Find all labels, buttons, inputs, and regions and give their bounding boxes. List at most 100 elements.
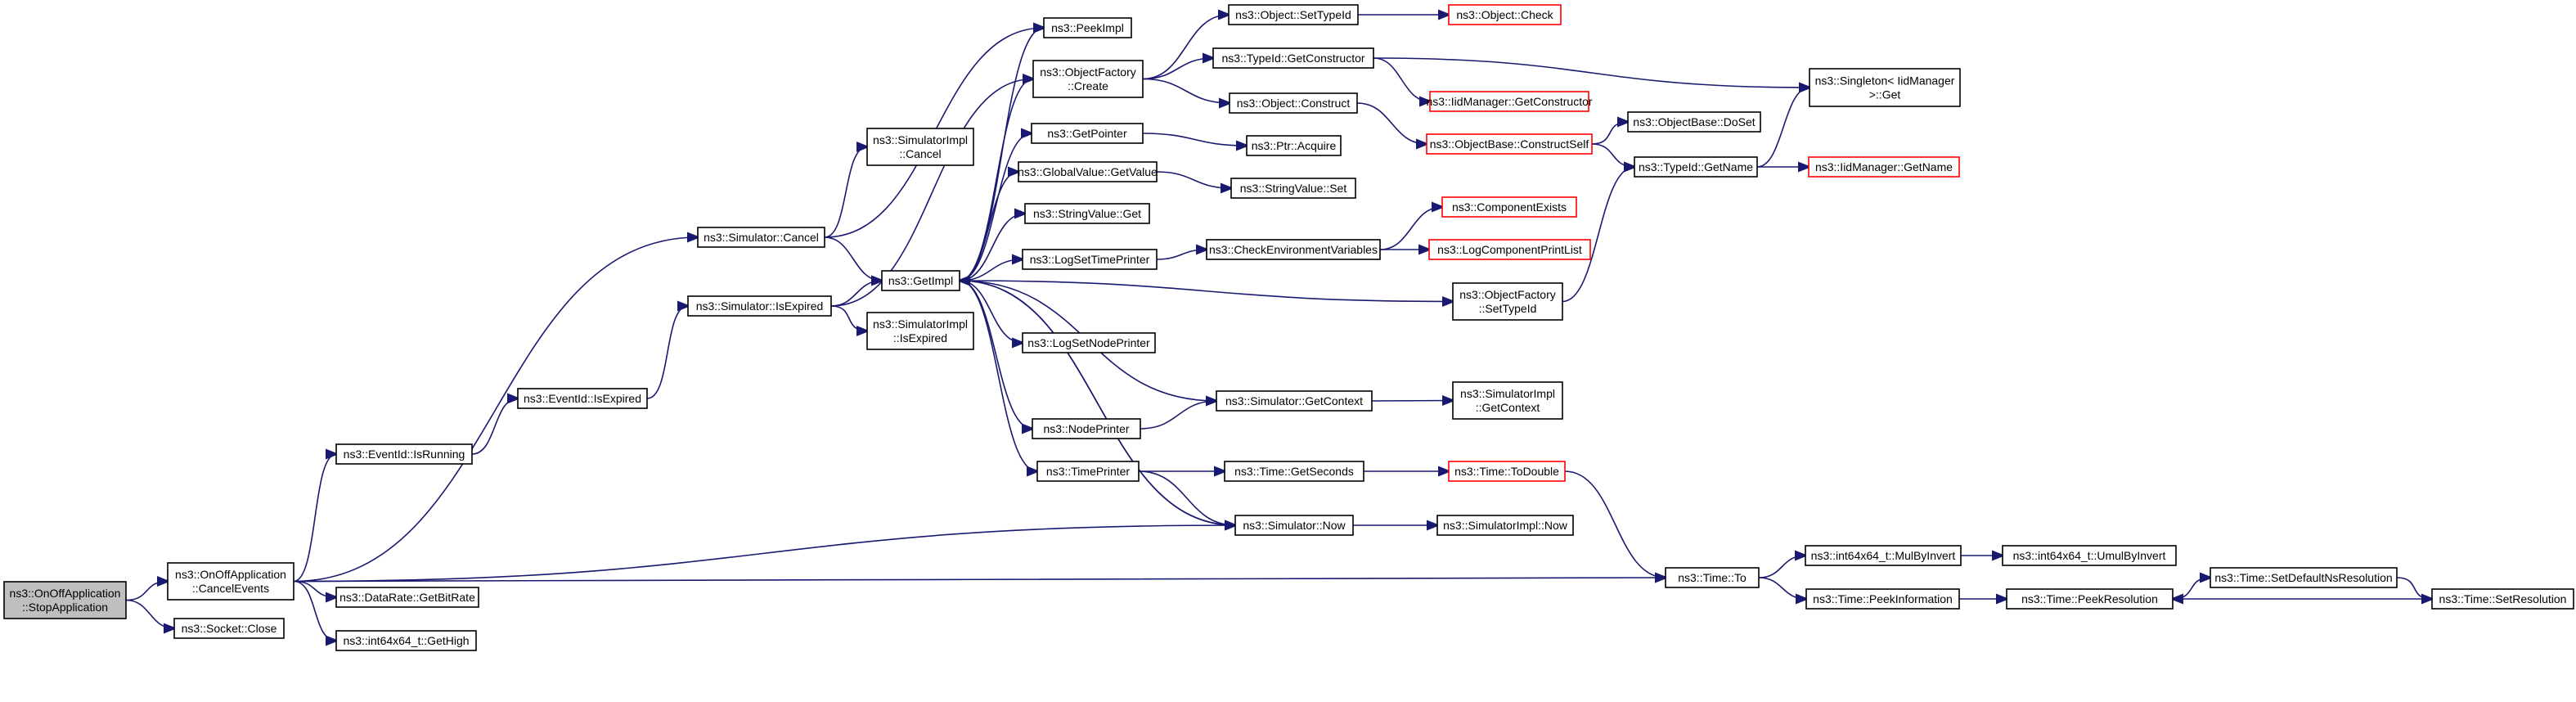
node-box <box>1448 4 1562 25</box>
edge-sim-is-expired-to-obj-factory-create <box>830 79 1033 307</box>
node-box <box>335 630 477 651</box>
node-global-value-get[interactable]: ns3::GlobalValue::GetValue <box>1018 161 1158 182</box>
node-singleton-get[interactable]: ns3::Singleton< IidManager >::Get <box>1809 68 1961 107</box>
node-label: ns3::Ptr::Acquire <box>1252 139 1337 152</box>
node-sim-is-expired[interactable]: ns3::Simulator::IsExpired <box>687 295 832 317</box>
node-get-impl[interactable]: ns3::GetImpl <box>881 270 960 291</box>
node-ptr-acquire[interactable]: ns3::Ptr::Acquire <box>1246 135 1342 156</box>
edge-arrow <box>959 280 1453 302</box>
node-label: ns3::OnOffApplication <box>10 587 121 600</box>
node-peek-information[interactable]: ns3::Time::PeekInformation <box>1805 588 1960 610</box>
edge-arrow <box>1379 207 1442 250</box>
node-log-set-time-printer[interactable]: ns3::LogSetTimePrinter <box>1022 249 1158 270</box>
node-box <box>1246 135 1342 156</box>
node-box <box>1230 178 1356 199</box>
node-obj-construct[interactable]: ns3::Object::Construct <box>1229 92 1358 114</box>
edge-arrow <box>1373 57 1809 88</box>
node-sim-impl-now[interactable]: ns3::SimulatorImpl::Now <box>1436 515 1574 536</box>
node-time-printer[interactable]: ns3::TimePrinter <box>1036 461 1140 482</box>
edge-root-to-socket-close <box>125 599 174 629</box>
node-time-to-double[interactable]: ns3::Time::ToDouble <box>1448 461 1566 482</box>
node-obj-factory-create[interactable]: ns3::ObjectFactory::Create <box>1032 60 1144 98</box>
edge-arrow <box>125 582 168 601</box>
node-check-env-vars[interactable]: ns3::CheckEnvironmentVariables <box>1206 239 1381 260</box>
node-box <box>1032 60 1144 98</box>
node-log-component-print-list[interactable]: ns3::LogComponentPrintList <box>1428 239 1591 260</box>
node-time-get-seconds[interactable]: ns3::Time::GetSeconds <box>1224 461 1364 482</box>
node-node-printer[interactable]: ns3::NodePrinter <box>1032 418 1141 439</box>
edge-get-impl-to-global-value-get <box>959 172 1018 281</box>
node-component-exists[interactable]: ns3::ComponentExists <box>1441 196 1577 218</box>
node-umul-by-invert[interactable]: ns3::int64x64_t::UmulByInvert <box>2002 545 2177 566</box>
edge-arrow <box>1140 401 1216 430</box>
node-type-id-get-name[interactable]: ns3::TypeId::GetName <box>1634 156 1758 178</box>
node-event-is-running[interactable]: ns3::EventId::IsRunning <box>335 443 473 465</box>
node-iid-get-ctor[interactable]: ns3::IidManager::GetConstructor <box>1426 91 1593 112</box>
node-label: ns3::SimulatorImpl <box>873 317 968 331</box>
node-set-default-ns-res[interactable]: ns3::Time::SetDefaultNsResolution <box>2210 567 2398 588</box>
node-obj-factory-set-type-id[interactable]: ns3::ObjectFactory::SetTypeId <box>1452 282 1563 321</box>
node-data-rate-bits[interactable]: ns3::DataRate::GetBitRate <box>335 587 479 608</box>
node-set-resolution[interactable]: ns3::Time::SetResolution <box>2431 588 2574 610</box>
node-cancel-events[interactable]: ns3::OnOffApplication::CancelEvents <box>167 562 294 601</box>
node-socket-close[interactable]: ns3::Socket::Close <box>173 618 285 639</box>
node-root[interactable]: ns3::OnOffApplication::StopApplication <box>3 581 127 619</box>
node-log-set-node-printer[interactable]: ns3::LogSetNodePrinter <box>1022 332 1156 353</box>
node-obj-set-type-id[interactable]: ns3::Object::SetTypeId <box>1228 4 1359 25</box>
node-box <box>335 443 473 465</box>
node-label: ns3::int64x64_t::MulByInvert <box>1811 549 1956 562</box>
node-box <box>881 270 960 291</box>
node-box <box>1022 332 1156 353</box>
edge-arrow <box>2396 577 2432 599</box>
node-box <box>173 618 285 639</box>
node-box <box>1809 68 1961 107</box>
node-object-check[interactable]: ns3::Object::Check <box>1448 4 1562 25</box>
edge-node-printer-to-sim-get-context <box>1140 401 1216 430</box>
edge-type-id-get-ctor-to-singleton-get <box>1373 57 1809 88</box>
edge-sim-cancel-to-get-impl <box>824 236 882 281</box>
node-iid-get-name[interactable]: ns3::IidManager::GetName <box>1808 156 1960 178</box>
node-time-to[interactable]: ns3::Time::To <box>1665 567 1760 588</box>
node-int64get-high[interactable]: ns3::int64x64_t::GetHigh <box>335 630 477 651</box>
edge-arrow <box>959 280 1037 471</box>
node-box <box>1229 92 1358 114</box>
node-peek-resolution[interactable]: ns3::Time::PeekResolution <box>2006 588 2174 610</box>
edge-arrow <box>471 398 518 455</box>
node-get-pointer[interactable]: ns3::GetPointer <box>1031 123 1144 144</box>
node-sim-impl-is-expired[interactable]: ns3::SimulatorImpl::IsExpired <box>866 312 974 350</box>
edge-log-set-time-printer-to-check-env-vars <box>1156 250 1207 260</box>
node-type-id-get-ctor[interactable]: ns3::TypeId::GetConstructor <box>1212 47 1374 69</box>
node-event-is-expired[interactable]: ns3::EventId::IsExpired <box>517 388 648 409</box>
edge-check-env-vars-to-component-exists <box>1379 207 1442 250</box>
edge-arrow <box>1758 577 1806 599</box>
node-label: ns3::GetImpl <box>888 274 953 287</box>
edge-arrow <box>824 236 882 281</box>
node-label: ns3::ComponentExists <box>1452 200 1567 214</box>
node-string-value-get[interactable]: ns3::StringValue::Get <box>1024 203 1150 224</box>
node-peek-impl[interactable]: ns3::PeekImpl <box>1043 17 1132 38</box>
node-box <box>1441 196 1577 218</box>
node-box <box>1032 418 1141 439</box>
node-obj-base-do-set[interactable]: ns3::ObjectBase::DoSet <box>1627 111 1761 133</box>
node-obj-base-construct-self[interactable]: ns3::ObjectBase::ConstructSelf <box>1426 133 1593 155</box>
node-label: ns3::Time::PeekInformation <box>1813 592 1953 605</box>
node-box <box>2431 588 2574 610</box>
node-sim-cancel[interactable]: ns3::Simulator::Cancel <box>697 227 825 248</box>
node-box <box>517 388 648 409</box>
node-sim-impl-cancel[interactable]: ns3::SimulatorImpl::Cancel <box>866 128 974 166</box>
edge-arrow <box>830 281 882 307</box>
node-sim-get-context[interactable]: ns3::Simulator::GetContext <box>1216 390 1373 412</box>
node-mul-by-invert[interactable]: ns3::int64x64_t::MulByInvert <box>1805 545 1962 566</box>
edge-obj-base-construct-self-to-type-id-get-name <box>1591 143 1634 167</box>
edge-peek-resolution-to-set-default-ns-res <box>2172 578 2210 600</box>
node-label: ns3::ObjectBase::ConstructSelf <box>1430 137 1589 151</box>
edge-root-to-cancel-events <box>125 582 168 601</box>
node-string-value-set[interactable]: ns3::StringValue::Set <box>1230 178 1356 199</box>
edge-cancel-events-to-time-to <box>293 578 1666 582</box>
node-sim-now[interactable]: ns3::Simulator::Now <box>1234 515 1354 536</box>
edge-cancel-events-to-sim-now <box>293 525 1235 583</box>
node-label: ::Cancel <box>899 147 941 160</box>
node-sim-impl-get-context[interactable]: ns3::SimulatorImpl::GetContext <box>1452 381 1563 420</box>
node-box <box>1426 133 1593 155</box>
